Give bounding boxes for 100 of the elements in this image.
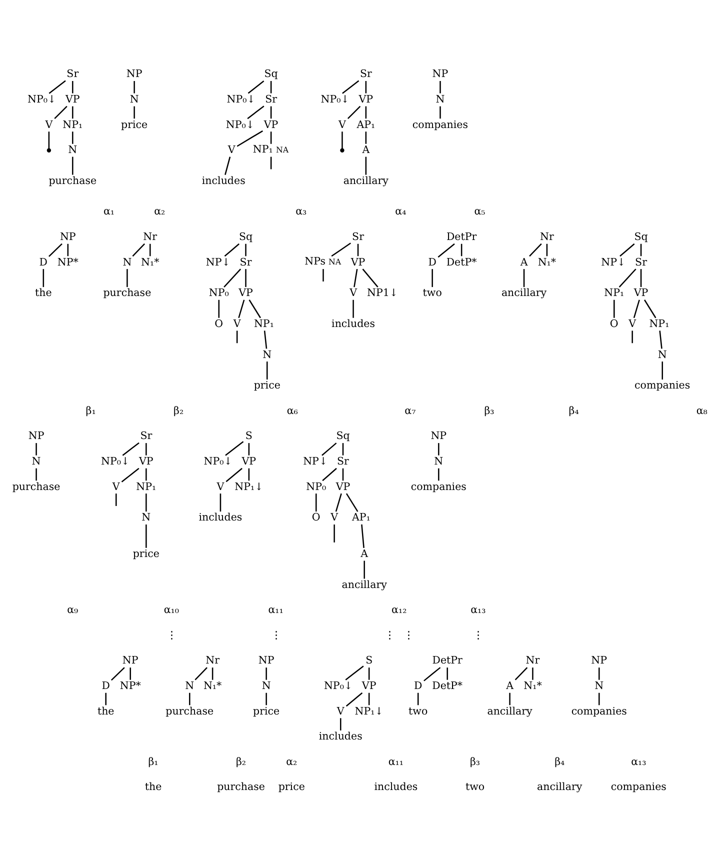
connector [509,692,510,705]
node-text: Nr [526,654,540,666]
connector [347,105,361,119]
connector [316,493,317,512]
connector [417,692,419,705]
node-text: Sr [265,92,278,105]
connector [620,242,635,256]
node-text: price [132,548,160,560]
node-text: N₁* [524,680,542,692]
node-text: D [102,680,110,692]
connector [529,242,542,256]
connector [146,468,147,480]
node-text: D [428,256,436,268]
connector [116,493,117,506]
connector [270,131,272,144]
label: β₁ [148,755,158,768]
label: companies [610,780,666,793]
node-text: A [360,548,368,560]
connector [598,667,600,680]
connector [72,106,74,118]
node-text: A [362,144,370,156]
label: ancillary [537,780,582,793]
connector [640,243,642,256]
node-text: N [130,92,139,105]
node-text: NP₀↓ [320,92,350,105]
connector [335,492,342,512]
node-text: NPs [304,255,326,268]
node-text: Sr [352,230,364,243]
node-text: ancillary [342,578,387,590]
node-text: NP↓ [601,256,626,268]
connector [365,106,367,118]
label: α₂ [154,205,166,218]
node-text: Sr [360,68,372,80]
node-text: price [253,704,280,717]
node-text: two [422,286,442,299]
connector [189,692,190,705]
node-text: O [312,511,320,524]
node-text: V [330,511,338,524]
node-text: companies [571,704,627,717]
connector [122,442,140,456]
node-text: NP₀↓ [101,455,130,468]
connector [368,667,370,680]
node-text: the [97,704,114,717]
node-text: V [233,317,241,330]
label: α₁₃ [470,604,486,616]
connector [514,666,528,680]
connector [342,131,343,148]
connector [150,243,151,256]
connector [432,268,433,287]
node-text: NP₁ [252,142,273,155]
label: α₁₁ [388,755,404,768]
connector [67,243,69,256]
connector [134,106,135,118]
connector [364,560,365,578]
label: includes [374,780,418,793]
connector [48,242,62,256]
connector [266,692,267,705]
node-text: includes [202,174,246,186]
node-text: N [594,680,604,692]
node-text: V [228,144,236,156]
node-text: Sr [140,430,152,442]
connector [270,106,272,118]
connector [266,361,268,380]
connector [248,468,250,480]
node-text: ancillary [487,704,532,717]
node-text: VP [65,92,80,105]
node-text: two [408,704,428,717]
node-text: NP₀↓ [28,92,56,105]
connector [48,131,50,148]
label: α₆ [286,404,298,416]
node-text: AP₁ [352,511,370,524]
connector [266,667,267,680]
node-text: Sr [635,256,647,268]
node-text: DetP* [446,256,477,268]
connector [342,442,344,455]
label: ⋮ [404,628,414,641]
connector [523,268,525,287]
node-text: Sr [66,68,79,80]
node-text: N [32,455,41,468]
connector [368,692,370,705]
node-text: N₁* [203,680,222,692]
node-text: A [506,680,514,692]
node-text: D [39,256,48,268]
connector [440,106,441,118]
connector [352,299,354,318]
connector [644,299,656,318]
label: α₁₂ [392,604,407,616]
connector [662,361,663,380]
connector [633,299,640,318]
label: two [465,780,485,793]
connector [270,80,272,93]
node-text: NP [122,654,138,666]
label: α₉ [67,604,78,616]
label: the [144,780,162,793]
node-text: N [434,455,444,468]
connector [105,692,106,705]
node-text: purchase [103,286,152,299]
connector [42,268,44,287]
connector [248,80,264,94]
label: β₂ [174,404,184,416]
